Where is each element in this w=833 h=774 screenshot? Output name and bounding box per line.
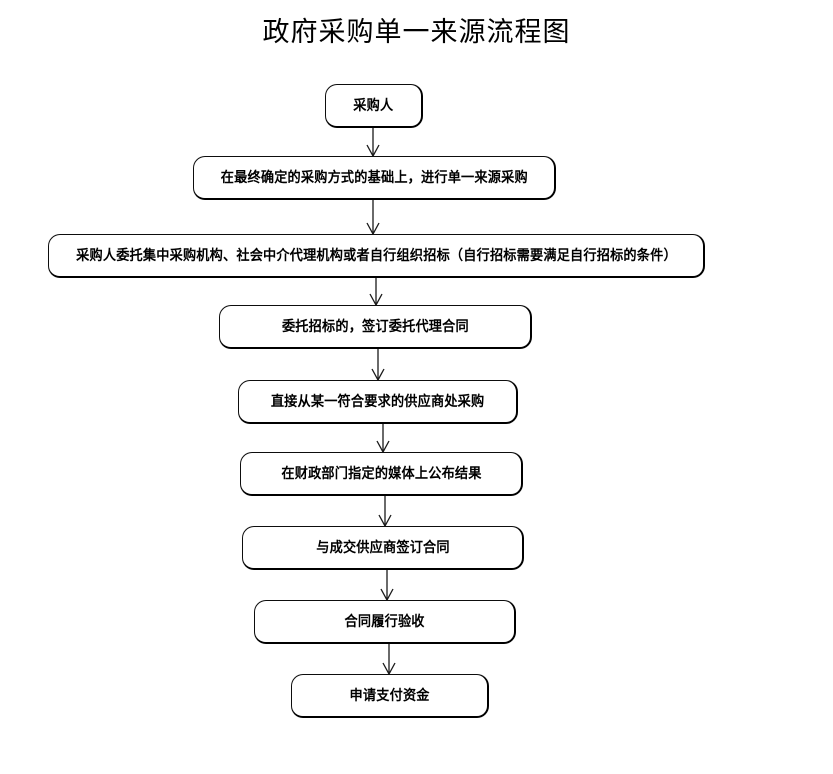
flow-node-n2[interactable]: 在最终确定的采购方式的基础上，进行单一来源采购 — [193, 156, 556, 200]
flow-node-label: 采购人委托集中采购机构、社会中介代理机构或者自行组织招标（自行招标需要满足自行招… — [75, 247, 677, 264]
flow-arrow-n4-to-n5 — [371, 349, 385, 382]
flow-node-n1[interactable]: 采购人 — [325, 84, 423, 128]
flow-node-label: 在最终确定的采购方式的基础上，进行单一来源采购 — [220, 169, 528, 186]
flow-arrow-n8-to-n9 — [382, 644, 396, 676]
flow-arrow-n6-to-n7 — [378, 496, 392, 528]
flow-node-n4[interactable]: 委托招标的，签订委托代理合同 — [219, 305, 532, 349]
arrowhead-icon — [369, 293, 383, 307]
flow-node-n5[interactable]: 直接从某一符合要求的供应商处采购 — [238, 380, 518, 424]
page-title: 政府采购单一来源流程图 — [262, 17, 571, 48]
arrowhead-icon — [378, 514, 392, 528]
flow-node-n6[interactable]: 在财政部门指定的媒体上公布结果 — [240, 452, 523, 496]
flow-node-n3[interactable]: 采购人委托集中采购机构、社会中介代理机构或者自行组织招标（自行招标需要满足自行招… — [48, 234, 705, 278]
flow-node-n9[interactable]: 申请支付资金 — [291, 674, 489, 718]
flow-node-label: 申请支付资金 — [349, 687, 430, 704]
flow-node-label: 委托招标的，签订委托代理合同 — [281, 318, 469, 335]
arrowhead-icon — [382, 662, 396, 676]
flow-node-n8[interactable]: 合同履行验收 — [254, 600, 516, 644]
arrowhead-icon — [366, 222, 380, 236]
flow-node-label: 与成交供应商签订合同 — [315, 539, 450, 556]
arrowhead-icon — [366, 144, 380, 158]
flow-arrow-n3-to-n4 — [369, 278, 383, 307]
flow-arrow-n7-to-n8 — [380, 570, 394, 602]
flow-node-label: 在财政部门指定的媒体上公布结果 — [280, 465, 482, 482]
flow-arrow-n2-to-n3 — [366, 200, 380, 236]
flow-arrow-n5-to-n6 — [376, 424, 390, 454]
flow-node-label: 合同履行验收 — [344, 613, 425, 630]
arrowhead-icon — [380, 588, 394, 602]
flow-node-label: 直接从某一符合要求的供应商处采购 — [270, 393, 485, 410]
arrowhead-icon — [371, 368, 385, 382]
arrowhead-icon — [376, 440, 390, 454]
flow-node-label: 采购人 — [353, 97, 394, 114]
flow-node-n7[interactable]: 与成交供应商签订合同 — [242, 526, 524, 570]
flow-arrow-n1-to-n2 — [366, 128, 380, 158]
